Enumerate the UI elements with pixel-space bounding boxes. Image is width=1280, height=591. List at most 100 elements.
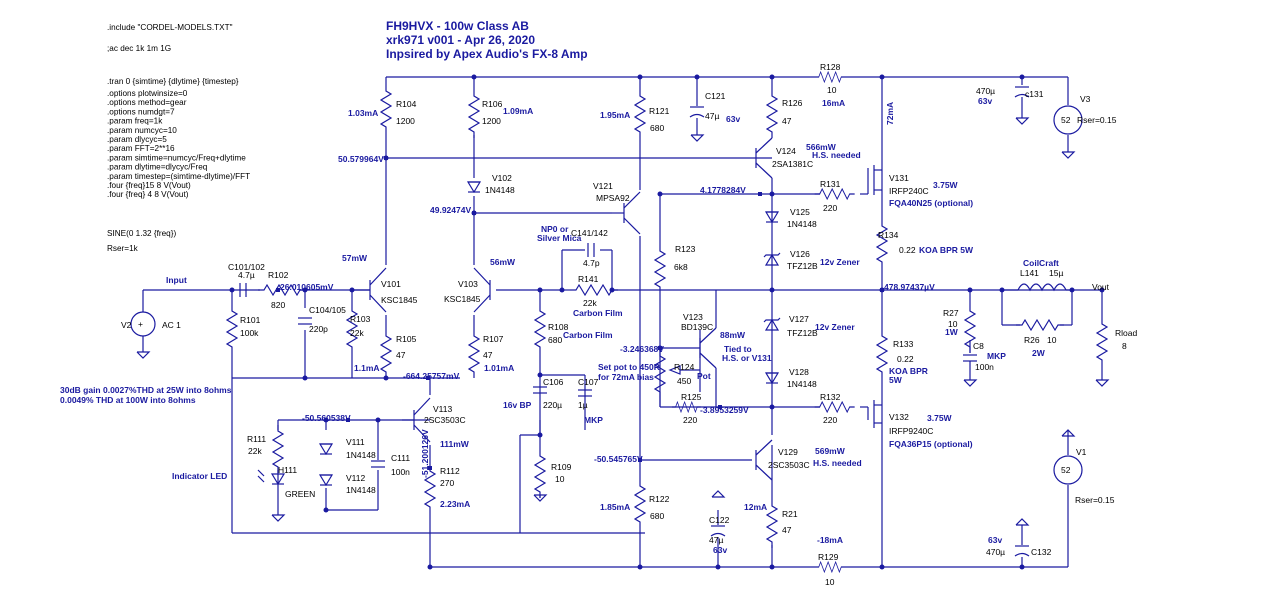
label-v132t: IRFP9240C: [889, 426, 933, 436]
spice-directives: .include "CORDEL-MODELS.TXT" ;ac dec 1k …: [107, 23, 250, 253]
label-v2: V2: [121, 320, 132, 330]
label-n8: 478.97437µV: [884, 282, 935, 292]
label-v124t: 2SA1381C: [772, 159, 813, 169]
option-directive: .options plotwinsize=0: [107, 89, 188, 98]
label-n7: 4.1778284V: [700, 185, 746, 195]
label-c141v: 4.7p: [583, 258, 600, 268]
label-v125t: 1N4148: [787, 219, 817, 229]
label-r104v: 1200: [396, 116, 415, 126]
label-p111: 111mW: [440, 439, 470, 449]
label-r123v: 6k8: [674, 262, 688, 272]
label-v129: V129: [778, 447, 798, 457]
label-green: GREEN: [285, 489, 315, 499]
label-v126: V126: [790, 249, 810, 259]
label-v131t: IRFP240C: [889, 186, 929, 196]
label-n9: -3.246368V: [620, 344, 664, 354]
option-directive: .options method=gear: [107, 98, 187, 107]
label-r125v: 220: [683, 415, 697, 425]
label-r102: R102: [268, 270, 289, 280]
c141-symbol: [587, 243, 595, 257]
r122-symbol: [634, 479, 646, 529]
rload-symbol: [1096, 317, 1108, 367]
label-pot: Pot: [697, 371, 711, 381]
label-led: Indicator LED: [172, 471, 227, 481]
title-block: FH9HVX - 100w Class AB xrk971 v001 - Apr…: [386, 19, 588, 61]
label-p375b: 3.75W: [927, 413, 953, 423]
v113-symbol: [402, 397, 431, 443]
r134-symbol: [876, 219, 888, 269]
label-v103: V103: [458, 279, 478, 289]
label-tied2: H.S. or V131: [722, 353, 772, 363]
label-r107: R107: [483, 334, 504, 344]
label-c106: C106: [543, 377, 564, 387]
label-p569: 569mW: [815, 446, 846, 456]
r105-symbol: [380, 329, 392, 379]
label-r126v: 47: [782, 116, 792, 126]
option-directive: .param FFT=2**16: [107, 144, 175, 153]
label-r134v: 0.22: [899, 245, 916, 255]
label-z12b: 12v Zener: [815, 322, 855, 332]
label-i112: 2.23mA: [440, 499, 470, 509]
label-n1: 50.579964V: [338, 154, 384, 164]
label-v103t: KSC1845: [444, 294, 481, 304]
option-directive: .options numdgt=7: [107, 107, 175, 116]
label-v126t: TFZ12B: [787, 261, 818, 271]
label-c111: C111: [391, 453, 410, 463]
label-mkp1: MKP: [584, 415, 603, 425]
label-r102v: 820: [271, 300, 285, 310]
label-r27: R27: [943, 308, 959, 318]
label-koa2w: 5W: [889, 375, 903, 385]
r121-symbol: [634, 89, 646, 139]
r107-symbol: [468, 329, 480, 379]
label-p88: 88mW: [720, 330, 746, 340]
label-v101t: KSC1845: [381, 295, 418, 305]
label-i104: 1.03mA: [348, 108, 378, 118]
sine-directive: SINE(0 1.32 {freq}): [107, 229, 176, 238]
label-v129t: 2SC3503C: [768, 460, 810, 470]
label-silver: Silver Mica: [537, 233, 582, 243]
r108-symbol: [534, 304, 546, 354]
label-p56: 56mW: [490, 257, 516, 267]
label-r128v: 10: [827, 85, 837, 95]
c131-symbol: [1014, 86, 1030, 98]
label-koa1: KOA BPR 5W: [919, 245, 974, 255]
h111-led-symbol: [257, 469, 286, 486]
c111-symbol: [371, 460, 385, 468]
v111-symbol: [319, 443, 333, 455]
label-r101v: 100k: [240, 328, 259, 338]
label-v124: V124: [776, 146, 796, 156]
label-c101v: 4.7µ: [238, 270, 255, 280]
label-r104: R104: [396, 99, 417, 109]
label-n3: -664.25757mV: [403, 371, 460, 381]
label-v127t: TFZ12B: [787, 328, 818, 338]
r104-symbol: [380, 84, 392, 134]
label-r122: R122: [649, 494, 670, 504]
label-r111v: 22k: [248, 446, 262, 456]
label-r101: R101: [240, 315, 261, 325]
label-i105: 1.1mA: [354, 363, 380, 373]
label-setpot2: for 72mA bias: [598, 372, 654, 382]
label-bp16: 16v BP: [503, 400, 532, 410]
v102-symbol: [467, 181, 481, 193]
label-rser1: Rser=0.15: [1075, 495, 1115, 505]
label-v3: V3: [1080, 94, 1091, 104]
label-v111t: 1N4148: [346, 450, 376, 460]
label-r132v: 220: [823, 415, 837, 425]
label-r134: R134: [878, 230, 899, 240]
r132-symbol: [814, 401, 856, 413]
label-r124v: 450: [677, 376, 691, 386]
title-line-1: FH9HVX - 100w Class AB: [386, 19, 529, 33]
label-v3v: 52: [1061, 115, 1071, 125]
label-r109v: 10: [555, 474, 565, 484]
label-n2: 49.92474V: [430, 205, 471, 215]
label-rloadv: 8: [1122, 341, 1127, 351]
label-l141v: 15µ: [1049, 268, 1063, 278]
label-v1: V1: [1076, 447, 1087, 457]
label-i106: 1.09mA: [503, 106, 533, 116]
label-i107: 1.01mA: [484, 363, 514, 373]
label-r106v: 1200: [482, 116, 501, 126]
label-koa2: KOA BPR: [889, 366, 928, 376]
label-v101: V101: [381, 279, 401, 289]
label-i72: 72mA: [885, 102, 895, 125]
